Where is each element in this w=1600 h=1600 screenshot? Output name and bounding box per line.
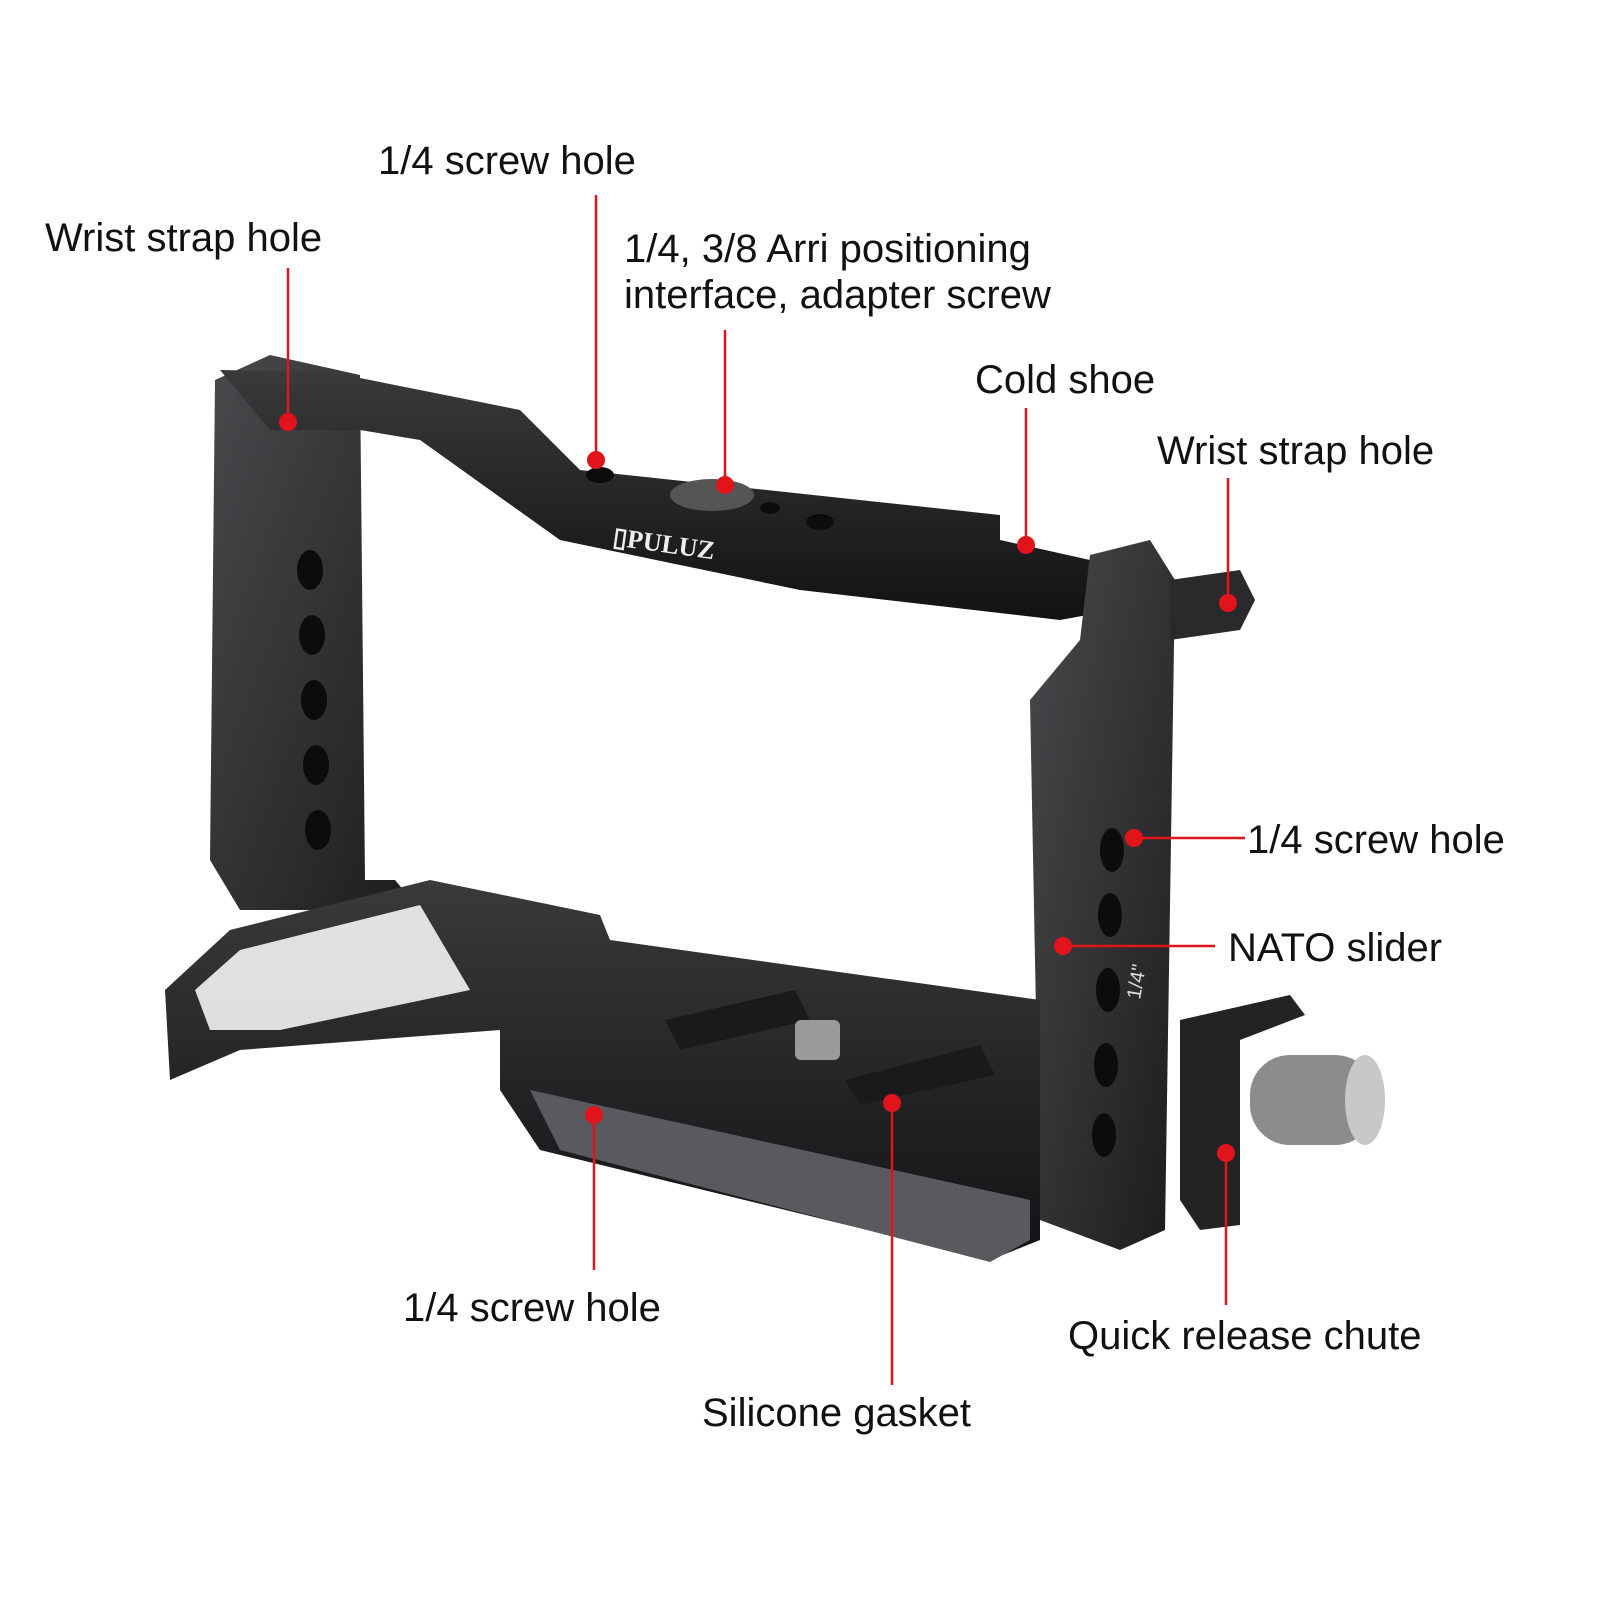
knurled-knob <box>1250 1055 1375 1145</box>
callout-lines <box>286 195 1245 1385</box>
silicone-pad-right <box>845 1045 995 1105</box>
label-arri-interface-line1: 1/4, 3/8 Arri positioning <box>624 227 1031 271</box>
callout-dots <box>279 413 1237 1162</box>
label-cold-shoe: Cold shoe <box>975 358 1156 402</box>
label-wrist-strap-hole-left: Wrist strap hole <box>45 216 323 260</box>
label-nato-slider: NATO slider <box>1228 926 1443 970</box>
right-strap-lug <box>1170 570 1255 640</box>
right-upright <box>1030 540 1175 1250</box>
label-top-screw-hole: 1/4 screw hole <box>378 139 636 183</box>
label-bottom-screw-hole: 1/4 screw hole <box>403 1286 661 1330</box>
label-side-screw-hole: 1/4 screw hole <box>1247 818 1505 862</box>
silicone-pad-left <box>665 990 810 1050</box>
label-silicone-gasket: Silicone gasket <box>702 1391 972 1435</box>
arri-interface <box>670 479 754 511</box>
label-wrist-strap-hole-right: Wrist strap hole <box>1157 429 1435 473</box>
front-rail <box>530 1090 1030 1262</box>
label-arri-interface-line2: interface, adapter screw <box>624 273 1051 317</box>
tripod-screw <box>795 1020 840 1060</box>
quick-release-clamp <box>1180 995 1305 1230</box>
label-quick-release-chute: Quick release chute <box>1068 1314 1422 1358</box>
